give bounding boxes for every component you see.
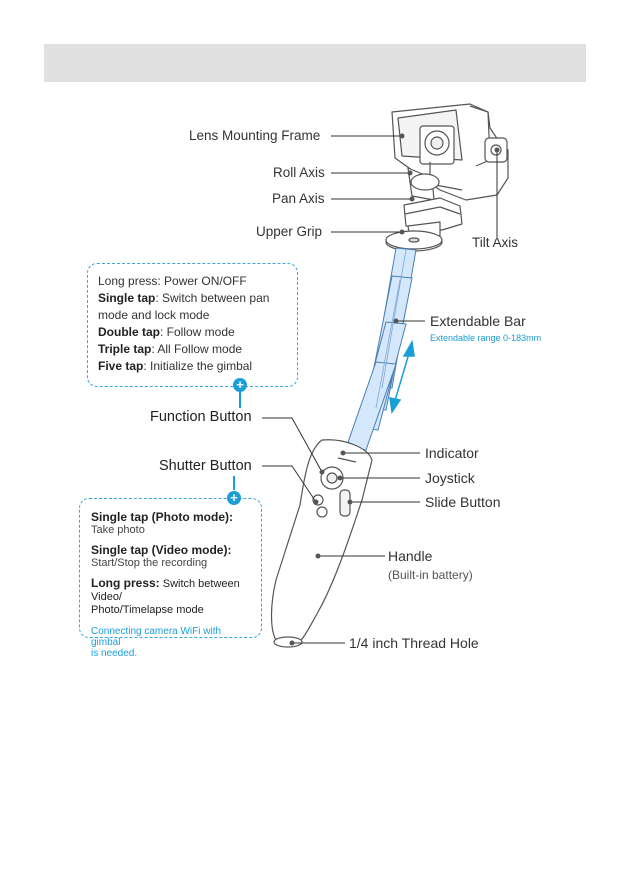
function-single-tap: Single tap: Switch between pan — [98, 291, 270, 305]
function-button-info-box: Long press: Power ON/OFF Single tap: Swi… — [87, 263, 298, 387]
shutter-plus-icon: + — [227, 491, 241, 505]
label-upper-grip: Upper Grip — [256, 224, 323, 239]
shutter-video-title: Single tap (Video mode): — [91, 543, 232, 557]
label-handle: Handle — [388, 548, 433, 564]
function-plus-icon: + — [233, 378, 247, 392]
shutter-video-desc: Start/Stop the recording — [91, 557, 208, 569]
label-joystick: Joystick — [425, 470, 475, 486]
label-tilt-axis: Tilt Axis — [472, 235, 519, 250]
function-double-tap: Double tap: Follow mode — [98, 325, 235, 339]
label-handle-note: (Built-in battery) — [388, 568, 473, 582]
shutter-long-press-cont: Photo/Timelapse mode — [91, 604, 204, 616]
function-long-press: Long press: Power ON/OFF — [98, 274, 247, 288]
shutter-button-info-box: Single tap (Photo mode): Take photo Sing… — [79, 498, 262, 659]
function-single-tap-cont: mode and lock mode — [98, 308, 210, 322]
label-shutter-button: Shutter Button — [159, 458, 252, 474]
function-five-tap: Five tap: Initialize the gimbal — [98, 359, 253, 373]
label-slide-button: Slide Button — [425, 494, 501, 510]
label-extendable-bar: Extendable Bar — [430, 313, 526, 329]
label-function-button: Function Button — [150, 409, 252, 425]
label-extendable-range: Extendable range 0-183mm — [430, 333, 542, 343]
shutter-note-line1: Connecting camera WiFi with gimbal — [91, 626, 222, 648]
shutter-photo-desc: Take photo — [91, 524, 145, 536]
label-thread-hole: 1/4 inch Thread Hole — [349, 635, 479, 651]
header-bar — [44, 44, 586, 82]
label-indicator: Indicator — [425, 445, 479, 461]
label-pan-axis: Pan Axis — [272, 191, 325, 206]
shutter-long-press: Long press: Switch between Video/ — [91, 576, 240, 604]
label-roll-axis: Roll Axis — [273, 165, 325, 180]
shutter-note-line2: is needed. — [91, 648, 138, 659]
label-lens-mounting-frame: Lens Mounting Frame — [189, 128, 321, 143]
shutter-photo-title: Single tap (Photo mode): — [91, 510, 233, 524]
function-triple-tap: Triple tap: All Follow mode — [98, 342, 243, 356]
